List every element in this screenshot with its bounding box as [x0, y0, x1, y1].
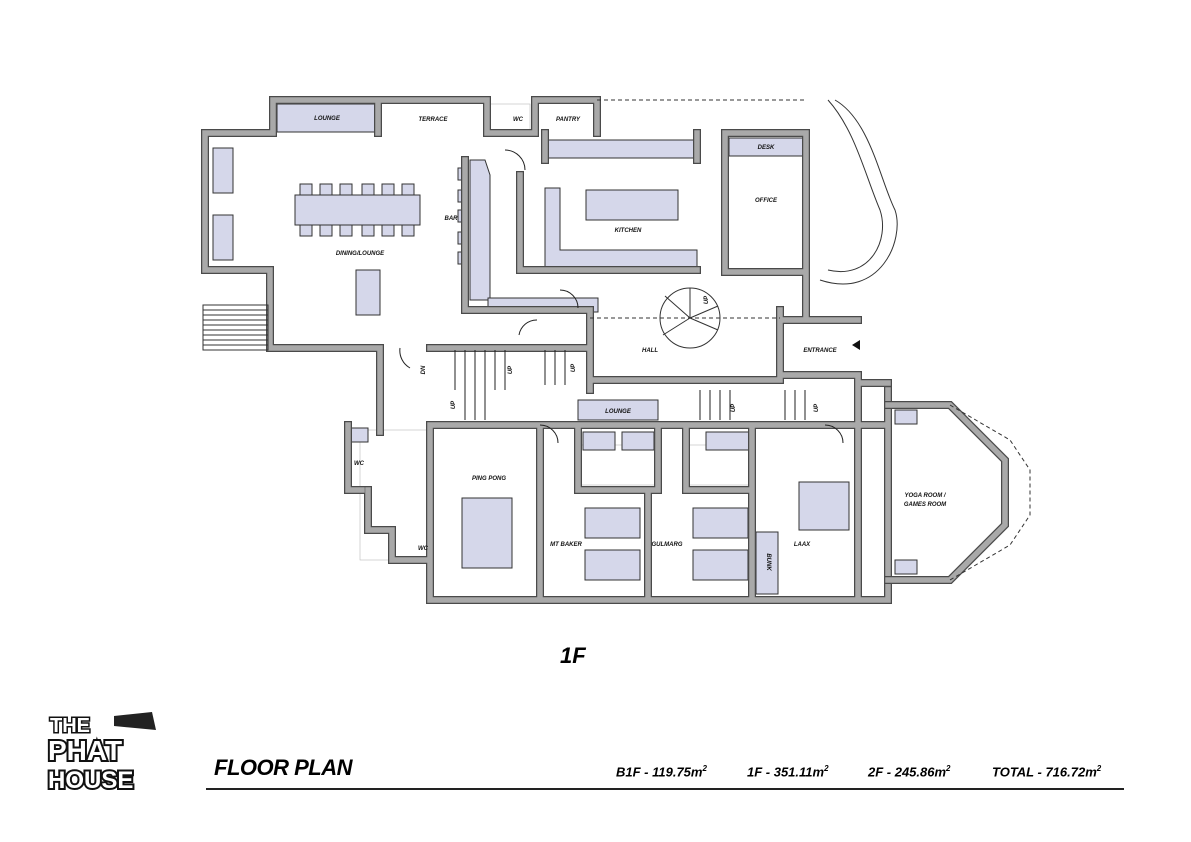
svg-text:PHAT: PHAT [48, 735, 122, 766]
room-label-mt-baker: MT BAKER [550, 542, 582, 548]
stair-label: UP [731, 403, 737, 412]
area-total: TOTAL - 716.72m2 [992, 764, 1101, 779]
room-label-games: GAMES ROOM [904, 502, 947, 508]
walls-fill [202, 97, 1009, 603]
area-text: 2F - 245.86m [868, 764, 947, 780]
area-unit-sup: 2 [702, 764, 707, 773]
area-unit-sup: 2 [824, 764, 829, 773]
footer-divider [206, 788, 1124, 790]
area-text: TOTAL - 716.72m [992, 764, 1097, 780]
room-label-pantry: PANTRY [556, 117, 581, 123]
room-label-terrace: TERRACE [418, 117, 448, 123]
furniture [212, 103, 918, 595]
stair-label: UP [451, 400, 457, 409]
stair-label: UP [704, 295, 710, 304]
svg-text:THE: THE [50, 715, 90, 737]
room-label-laax: LAAX [794, 542, 811, 548]
room-label-desk: DESK [758, 145, 775, 151]
area-unit-sup: 2 [1096, 764, 1102, 773]
stair-label: DN [421, 365, 427, 374]
details: DN UP UP UP UP UP UP [202, 99, 1031, 581]
room-label-lounge: LOUNGE [314, 116, 341, 122]
room-label-wc: WC [418, 546, 429, 552]
room-label-gulmarg: GULMARG [652, 542, 683, 548]
stair-label: UP [508, 365, 514, 374]
entry-arrow-icon [852, 340, 860, 350]
stair-label: UP [571, 363, 577, 372]
room-label-wc: WC [513, 117, 524, 123]
room-label-bar: BAR [445, 216, 459, 222]
room-label-yoga: YOGA ROOM / [904, 493, 946, 499]
room-label-ping-pong: PING PONG [472, 476, 506, 482]
room-labels: LOUNGE TERRACE WC PANTRY DESK OFFICE KIT… [314, 116, 947, 571]
svg-text:HOUSE: HOUSE [48, 767, 133, 794]
room-label-kitchen: KITCHEN [615, 228, 642, 234]
room-label-entrance: ENTRANCE [803, 348, 837, 354]
room-label-wc: WC [354, 461, 365, 467]
area-text: 1F - 351.11m [747, 764, 825, 780]
stair-label: UP [814, 403, 820, 412]
area-1f: 1F - 351.11m2 [747, 764, 829, 779]
area-b1f: B1F - 119.75m2 [616, 764, 707, 779]
area-text: B1F - 119.75m [616, 764, 703, 780]
area-2f: 2F - 245.86m2 [868, 764, 951, 779]
room-label-lounge-lower: LOUNGE [605, 409, 632, 415]
room-label-dining: DINING/LOUNGE [336, 251, 385, 257]
room-label-office: OFFICE [755, 198, 778, 204]
plan-title: FLOOR PLAN [214, 755, 353, 780]
phat-house-logo: THE PHAT HOUSE [46, 712, 156, 794]
room-label-bunk: BUNK [765, 553, 771, 571]
floor-label: 1F [560, 643, 586, 668]
room-label-hall: HALL [642, 348, 658, 354]
area-unit-sup: 2 [946, 764, 951, 773]
